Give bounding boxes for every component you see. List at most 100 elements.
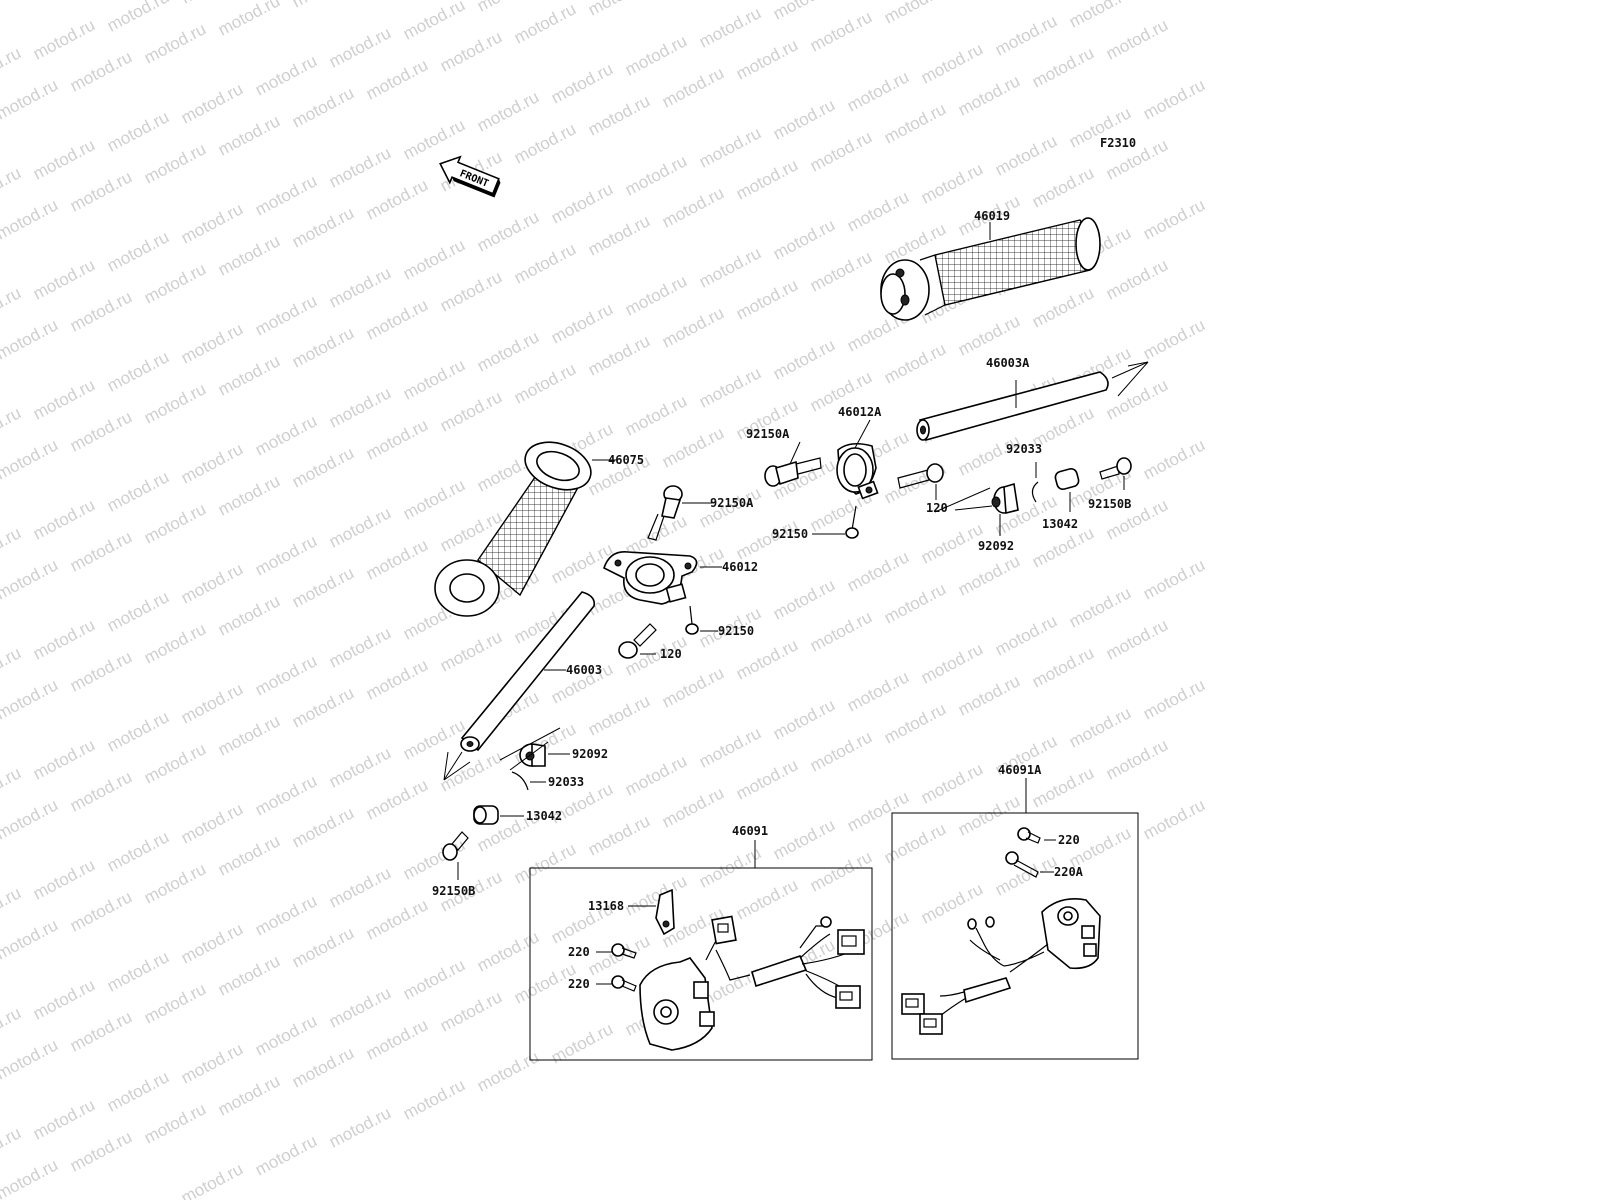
watermark-text: motod.ru	[141, 859, 209, 907]
watermark-text: motod.ru	[437, 27, 505, 75]
screw-220A-right	[1005, 851, 1054, 878]
watermark-text: motod.ru	[104, 227, 172, 275]
watermark-text: motod.ru	[400, 715, 468, 763]
watermark-text: motod.ru	[215, 711, 283, 759]
watermark-text: motod.ru	[289, 323, 357, 371]
watermark-text: motod.ru	[0, 883, 24, 931]
watermark-text: motod.ru	[0, 1003, 24, 1051]
watermark-text: motod.ru	[0, 0, 61, 4]
watermark-text: motod.ru	[585, 811, 653, 859]
watermark-text: motod.ru	[67, 167, 135, 215]
watermark-text: motod.ru	[659, 423, 727, 471]
watermark-text: motod.ru	[141, 1099, 209, 1147]
bolt-92150B-top	[1099, 457, 1132, 490]
collar-92092-bot	[499, 727, 570, 771]
screw-92150-top	[812, 505, 859, 539]
watermark-text: motod.ru	[1103, 735, 1171, 783]
circlip-92033-top	[1031, 462, 1039, 503]
watermark-text: motod.ru	[0, 555, 61, 603]
label-92033-bot: 92033	[548, 775, 584, 789]
watermark-text: motod.ru	[215, 951, 283, 999]
watermark-text: motod.ru	[0, 643, 24, 691]
watermark-text: motod.ru	[326, 383, 394, 431]
watermark-text: motod.ru	[807, 247, 875, 295]
collar-92092-top	[991, 482, 1019, 536]
label-46012A: 46012A	[838, 405, 882, 419]
watermark-text: motod.ru	[807, 127, 875, 175]
watermark-text: motod.ru	[30, 255, 98, 303]
watermark-text: motod.ru	[659, 663, 727, 711]
watermark-text: motod.ru	[881, 99, 949, 147]
watermark-text: motod.ru	[844, 787, 912, 835]
watermark-text: motod.ru	[659, 303, 727, 351]
screw-220-a	[596, 943, 637, 959]
watermark-text: motod.ru	[141, 619, 209, 667]
watermark-text: motod.ru	[104, 827, 172, 875]
label-220-b: 220	[568, 977, 590, 991]
label-92150B-top: 92150B	[1088, 497, 1131, 511]
watermark-text: motod.ru	[363, 895, 431, 943]
label-13042-bot: 13042	[526, 809, 562, 823]
watermark-text: motod.ru	[363, 415, 431, 463]
circlip-92033-bot	[511, 771, 546, 791]
label-120-top: 120	[926, 501, 948, 515]
watermark-text: motod.ru	[474, 87, 542, 135]
watermark-text: motod.ru	[289, 443, 357, 491]
watermark-text: motod.ru	[918, 759, 986, 807]
watermark-text: motod.ru	[67, 527, 135, 575]
watermark-text: motod.ru	[326, 983, 394, 1031]
watermark-text: motod.ru	[622, 751, 690, 799]
watermark-text: motod.ru	[104, 707, 172, 755]
watermark-text: motod.ru	[1029, 643, 1097, 691]
watermark-text: motod.ru	[770, 335, 838, 383]
watermark-text: motod.ru	[437, 387, 505, 435]
watermark-text: motod.ru	[104, 107, 172, 155]
watermark-text: motod.ru	[659, 783, 727, 831]
spacer-13042-bot	[473, 805, 524, 825]
watermark-text: motod.ru	[141, 379, 209, 427]
watermark-text: motod.ru	[67, 767, 135, 815]
watermark-text: motod.ru	[0, 795, 61, 843]
watermark-text: motod.ru	[215, 111, 283, 159]
bolt-92150A-mid	[647, 485, 712, 541]
watermark-text: motod.ru	[104, 1067, 172, 1115]
watermark-text: motod.ru	[326, 623, 394, 671]
watermark-text: motod.ru	[30, 375, 98, 423]
watermark-text: motod.ru	[289, 563, 357, 611]
watermark-text: motod.ru	[178, 79, 246, 127]
watermark-text: motod.ru	[289, 923, 357, 971]
watermark-text: motod.ru	[770, 215, 838, 263]
watermark-text: motod.ru	[1103, 375, 1171, 423]
watermark-text: motod.ru	[1029, 163, 1097, 211]
watermark-text: motod.ru	[807, 847, 875, 895]
watermark-text: motod.ru	[733, 755, 801, 803]
left-grip-46075	[434, 441, 616, 617]
screw-220-b	[596, 975, 637, 992]
watermark-text: motod.ru	[770, 695, 838, 743]
rod-46003A	[916, 361, 1149, 441]
watermark-text: motod.ru	[733, 155, 801, 203]
label-92150-mid: 92150	[718, 624, 754, 638]
watermark-text: motod.ru	[178, 439, 246, 487]
watermark-text: motod.ru	[252, 771, 320, 819]
watermark-text: motod.ru	[400, 115, 468, 163]
watermark-text: motod.ru	[252, 531, 320, 579]
watermark-text: motod.ru	[67, 407, 135, 455]
watermark-text: motod.ru	[0, 675, 61, 723]
watermark-text: motod.ru	[770, 815, 838, 863]
watermark-text: motod.ru	[733, 875, 801, 923]
watermark-text: motod.ru	[474, 0, 542, 16]
watermark-text: motod.ru	[363, 175, 431, 223]
watermark-text: motod.ru	[955, 551, 1023, 599]
watermark-text: motod.ru	[511, 839, 579, 887]
watermark-text: motod.ru	[548, 299, 616, 347]
watermark-text: motod.ru	[67, 287, 135, 335]
watermark-text: motod.ru	[548, 59, 616, 107]
label-220A-right: 220A	[1054, 865, 1084, 879]
watermark-text: motod.ru	[67, 47, 135, 95]
watermark-text: motod.ru	[400, 235, 468, 283]
watermark-text: motod.ru	[696, 363, 764, 411]
watermark-text: motod.ru	[770, 575, 838, 623]
watermark-text: motod.ru	[1140, 675, 1208, 723]
watermark-text: motod.ru	[918, 879, 986, 927]
